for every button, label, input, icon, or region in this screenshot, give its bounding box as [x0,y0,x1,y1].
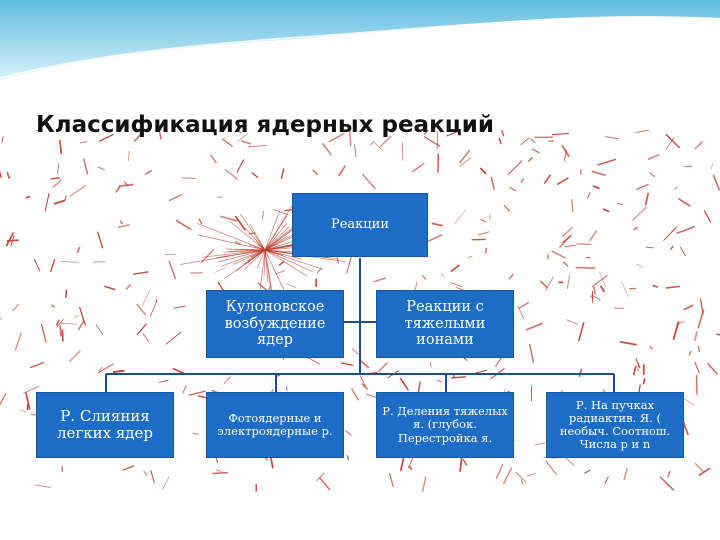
root-node-reactions: Реакции [292,193,428,257]
node-radioactive-beams: Р. На пучках радиактив. Я. ( необыч. Соо… [546,392,684,458]
node-heavy-fission: Р. Деления тяжелых я. (глубок. Перестрой… [376,392,514,458]
header-wave-decoration [0,0,720,80]
node-photonuclear-reactions: Фотоядерные и электроядерные р. [206,392,344,458]
node-heavy-ion-reactions: Реакции с тяжелыми ионами [376,290,514,358]
node-coulomb-excitation: Кулоновское возбуждение ядер [206,290,344,358]
slide-title: Классификация ядерных реакций [36,112,494,138]
node-light-nuclei-fusion: Р. Слияния легких ядер [36,392,174,458]
